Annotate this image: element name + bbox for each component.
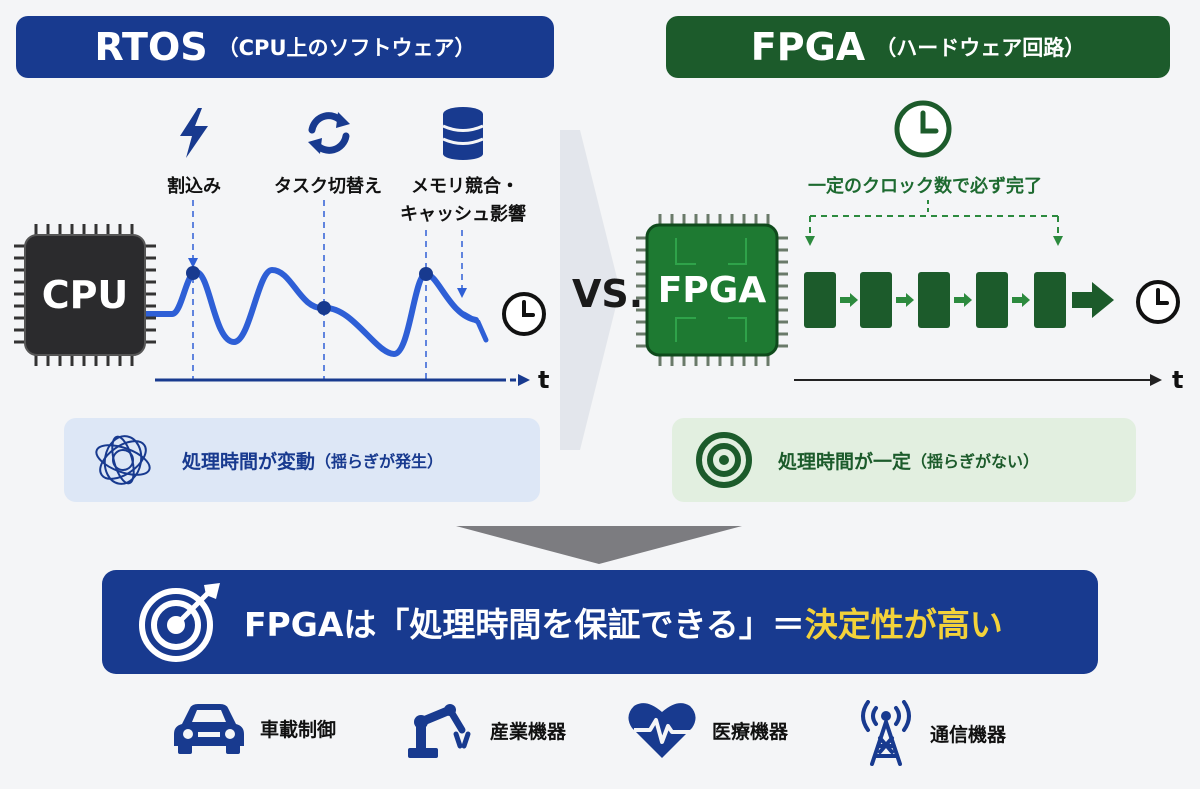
refresh-icon bbox=[308, 112, 350, 154]
fpga-header: FPGA （ハードウェア回路） bbox=[666, 16, 1170, 78]
rtos-timing-diagram bbox=[143, 200, 530, 386]
target-arrow-icon bbox=[139, 583, 220, 662]
cpu-chip-icon bbox=[14, 224, 156, 366]
application-label: 通信機器 bbox=[930, 723, 1007, 746]
fpga-title: FPGA bbox=[750, 25, 866, 69]
pipeline-stage-1 bbox=[804, 272, 836, 328]
conclusion-banner: FPGAは「処理時間を保証できる」＝決定性が高い bbox=[102, 570, 1098, 674]
clock-constant-label: 一定のクロック数で必ず完了 bbox=[808, 176, 1042, 197]
down-arrow bbox=[456, 526, 742, 564]
pipeline-stage-3 bbox=[918, 272, 950, 328]
event-dot-interrupt bbox=[186, 266, 200, 280]
lightning-icon bbox=[180, 108, 208, 158]
fpga-info-sub: （揺らぎがない） bbox=[911, 452, 1040, 471]
event-label-task-switch: タスク切替え bbox=[274, 176, 382, 197]
application-label: 車載制御 bbox=[260, 718, 337, 741]
rtos-info-text: 処理時間が変動 bbox=[182, 450, 316, 473]
tangled-lines-icon bbox=[95, 435, 151, 485]
vs-label: VS. bbox=[572, 272, 644, 316]
event-dot-memory bbox=[419, 267, 433, 281]
center-divider bbox=[560, 130, 620, 450]
pipeline-stage-2 bbox=[860, 272, 892, 328]
pipeline-stage-5 bbox=[1034, 272, 1066, 328]
fpga-info-text: 処理時間が一定 bbox=[778, 450, 912, 473]
banner-prefix: FPGAは「処理時間を保証できる」＝ bbox=[244, 605, 805, 644]
event-dot-task-switch bbox=[317, 301, 331, 315]
fpga-info-box: 処理時間が一定 （揺らぎがない） bbox=[672, 418, 1136, 502]
fpga-pipeline-diagram bbox=[794, 200, 1162, 386]
application-industrial: 産業機器 bbox=[402, 700, 566, 760]
application-label: 医療機器 bbox=[712, 720, 789, 743]
application-medical: 医療機器 bbox=[626, 700, 788, 760]
clock-icon bbox=[502, 292, 546, 336]
pipeline-stage-4 bbox=[976, 272, 1008, 328]
rtos-axis-label: t bbox=[538, 366, 550, 394]
rtos-title: RTOS bbox=[94, 25, 208, 69]
banner-highlight: 決定性が高い bbox=[804, 605, 1003, 644]
application-automotive: 車載制御 bbox=[172, 700, 336, 756]
event-label-memory-line1: メモリ競合・ bbox=[411, 176, 519, 197]
rtos-header: RTOS （CPU上のソフトウェア） bbox=[16, 16, 554, 78]
fpga-chip-label: FPGA bbox=[657, 269, 767, 311]
target-icon bbox=[696, 432, 752, 488]
rtos-info-sub: （揺らぎが発生） bbox=[315, 452, 444, 471]
clock-end-icon bbox=[1136, 280, 1180, 324]
banner-text: FPGAは「処理時間を保証できる」＝決定性が高い bbox=[244, 598, 1003, 646]
application-label: 産業機器 bbox=[490, 720, 567, 743]
fpga-subtitle: （ハードウェア回路） bbox=[875, 36, 1086, 60]
car-icon bbox=[174, 704, 244, 754]
antenna-tower-icon bbox=[861, 700, 911, 766]
cpu-chip-label: CPU bbox=[41, 273, 129, 317]
robot-arm-icon bbox=[408, 704, 471, 758]
rtos-subtitle: （CPU上のソフトウェア） bbox=[217, 36, 476, 60]
fpga-axis-label: t bbox=[1172, 366, 1184, 394]
rtos-info-box: 処理時間が変動 （揺らぎが発生） bbox=[64, 418, 540, 502]
application-telecom: 通信機器 bbox=[856, 700, 1006, 766]
event-label-memory-line2: キャッシュ影響 bbox=[400, 204, 526, 225]
clock-top-icon bbox=[894, 100, 952, 158]
database-icon bbox=[442, 107, 484, 160]
heart-pulse-icon bbox=[628, 703, 696, 758]
fpga-chip-icon bbox=[636, 214, 788, 366]
event-label-interrupt: 割込み bbox=[167, 176, 221, 197]
